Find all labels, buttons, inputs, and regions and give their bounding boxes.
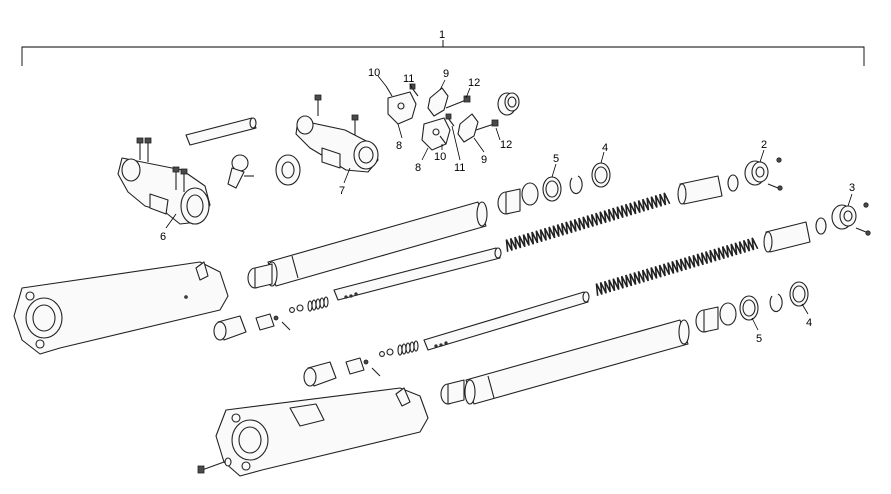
leader-12b xyxy=(495,127,501,141)
leader-10a xyxy=(377,75,387,87)
lower-spacer-tube xyxy=(763,221,811,253)
callout-11a: 11 xyxy=(403,73,414,85)
pin-upper-10 xyxy=(385,85,393,97)
lower-damper-cartridge xyxy=(303,361,337,387)
upper-fork-tube xyxy=(266,201,488,287)
leader-3 xyxy=(847,193,853,207)
upper-circlip xyxy=(569,175,583,195)
leader-8a xyxy=(397,123,403,139)
leader-8b xyxy=(421,147,429,161)
screw-upper-11 xyxy=(409,83,419,97)
leader-6 xyxy=(165,213,177,229)
callout-7: 7 xyxy=(339,185,345,197)
screw-lower-11 xyxy=(445,113,455,127)
stem-clamp-piece xyxy=(227,154,254,189)
callout-9a: 9 xyxy=(443,68,449,80)
leader-4a xyxy=(600,151,605,164)
upper-valve-body xyxy=(255,304,304,331)
callout-8b: 8 xyxy=(415,162,421,174)
callout-1: 1 xyxy=(439,29,445,41)
leader-5b xyxy=(751,317,759,331)
callout-11b: 11 xyxy=(454,162,465,174)
upper-triple-clamp xyxy=(295,94,379,173)
leader-2 xyxy=(759,149,765,163)
upper-damper-cartridge xyxy=(213,315,247,341)
lower-circlip xyxy=(769,293,783,313)
pin-lower-10 xyxy=(439,135,447,145)
fork-slider-lower xyxy=(215,387,429,477)
handlebar-cap-lower xyxy=(457,113,479,143)
axle-pinch-bolt xyxy=(197,457,232,474)
leader-5a xyxy=(551,163,557,178)
callout-4b: 4 xyxy=(806,317,812,329)
lower-bushing xyxy=(440,379,465,405)
steering-stem xyxy=(185,117,257,146)
leader-7 xyxy=(343,167,351,184)
callout-10b: 10 xyxy=(434,151,446,163)
callout-10a: 10 xyxy=(368,67,380,79)
fork-cap-3 xyxy=(831,202,871,236)
castellated-ring-nut xyxy=(275,154,301,186)
upper-seal-5 xyxy=(542,176,562,202)
upper-spacer-washer xyxy=(727,174,739,192)
callout-5a: 5 xyxy=(553,153,559,165)
leader-9a xyxy=(439,79,446,91)
callout-8a: 8 xyxy=(396,140,402,152)
leader-11a xyxy=(409,83,413,89)
lower-spacer-washer xyxy=(815,217,827,235)
lower-slide-bush xyxy=(719,302,737,326)
handlebar-riser-lower xyxy=(421,117,451,151)
lower-spring xyxy=(595,237,759,296)
upper-spacer-tube xyxy=(677,175,723,205)
leader-9b xyxy=(473,137,485,153)
callout-4a: 4 xyxy=(602,142,608,154)
callout-3: 3 xyxy=(849,182,855,194)
callout-12a: 12 xyxy=(468,77,480,89)
upper-dust-seal-4 xyxy=(591,162,611,188)
callout-2: 2 xyxy=(761,139,767,151)
callout-6: 6 xyxy=(160,231,166,243)
fork-cap-2 xyxy=(744,157,783,191)
handlebar-riser-upper xyxy=(387,91,417,125)
fork-slider-upper xyxy=(13,261,229,355)
upper-guide-bush xyxy=(497,188,521,215)
lower-damper-rod xyxy=(423,291,590,351)
lower-guide-bush xyxy=(695,306,719,333)
leader-11b xyxy=(451,125,461,161)
handlebar-cap-upper xyxy=(427,87,449,117)
upper-slide-bush xyxy=(521,182,539,206)
assembly-bracket xyxy=(21,40,865,66)
callout-9b: 9 xyxy=(481,154,487,166)
upper-valve-stack xyxy=(307,296,329,312)
callout-12b: 12 xyxy=(500,139,512,151)
callout-5b: 5 xyxy=(756,333,762,345)
upper-spring xyxy=(505,192,671,252)
bolt-lower-12 xyxy=(475,119,499,131)
lower-valve-stack xyxy=(397,340,419,356)
steering-head-nut xyxy=(497,92,520,116)
upper-bushing xyxy=(247,263,273,289)
upper-damper-rod xyxy=(333,247,502,301)
lower-triple-clamp xyxy=(117,137,211,225)
leader-12a xyxy=(465,87,471,99)
lower-fork-tube xyxy=(464,319,690,405)
lower-dust-seal-4 xyxy=(789,281,809,307)
lower-valve-body xyxy=(345,348,394,377)
leader-4b xyxy=(801,303,809,315)
lower-seal-5 xyxy=(739,295,759,321)
